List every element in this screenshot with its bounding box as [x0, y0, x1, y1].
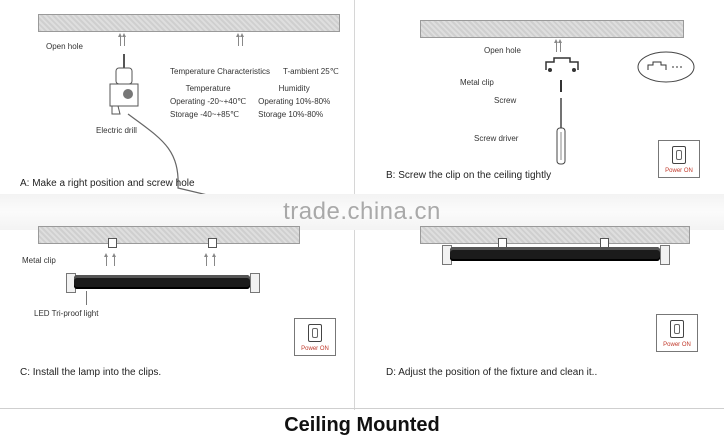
ceiling-a — [38, 14, 340, 32]
screw-icon — [560, 80, 562, 92]
spec-header-humidity: Humidity — [278, 84, 310, 93]
arrow-up-icon — [236, 33, 240, 46]
led-tube-lamp — [450, 247, 660, 261]
caption-d: D: Adjust the position of the fixture an… — [386, 367, 598, 378]
spec-row: Storage -40~+85℃ Storage 10%-80% — [164, 108, 336, 121]
drill-label: Electric drill — [96, 126, 137, 135]
lamp-end-cap — [660, 245, 670, 265]
watermark: trade.china.cn — [283, 198, 441, 225]
power-on-label: Power ON — [301, 346, 329, 352]
arrow-up-icon — [112, 253, 116, 266]
caption-a: A: Make a right position and screw hole — [20, 178, 195, 189]
spec-header-row: Temperature Humidity — [164, 82, 336, 95]
spec-cell: Operating -20~+40℃ — [170, 97, 247, 106]
ceiling-b — [420, 20, 684, 38]
ceiling-c — [38, 226, 300, 244]
spec-cell: Storage -40~+85℃ — [170, 110, 240, 119]
lamp-label: LED Tri-proof light — [34, 309, 99, 318]
caption-c: C: Install the lamp into the clips. — [20, 367, 162, 378]
spec-ambient: T-ambient 25℃ — [283, 67, 339, 76]
switch-toggle-icon — [672, 146, 686, 164]
arrow-up-icon — [118, 33, 122, 46]
caption-b: B: Screw the clip on the ceiling tightly — [386, 170, 552, 181]
arrow-up-icon — [212, 253, 216, 266]
screw-label: Screw — [494, 96, 517, 105]
arrow-up-icon — [104, 253, 108, 266]
metal-clip-icon — [545, 57, 579, 72]
arrow-up-icon — [554, 39, 558, 52]
led-tube-lamp — [74, 275, 250, 289]
switch-toggle-icon — [670, 320, 684, 338]
lamp-pointer-line — [86, 291, 87, 305]
screwdriver-icon — [556, 98, 566, 165]
footer-title: Ceiling Mounted — [284, 414, 440, 436]
arrow-up-icon — [558, 39, 562, 52]
ceiling-d — [420, 226, 690, 244]
open-hole-label: Open hole — [484, 46, 521, 55]
open-hole-label: Open hole — [46, 42, 83, 51]
spec-title: Temperature Characteristics — [170, 67, 271, 76]
switch-toggle-icon — [308, 324, 322, 342]
spec-header-temperature: Temperature — [185, 84, 231, 93]
spec-row: Operating -20~+40℃ Operating 10%-80% — [164, 95, 336, 108]
arrow-up-icon — [204, 253, 208, 266]
power-switch-icon: Power ON — [294, 318, 336, 356]
lamp-end-cap — [250, 273, 260, 293]
spec-cell: Operating 10%-80% — [258, 97, 331, 106]
power-on-label: Power ON — [663, 342, 691, 348]
arrow-up-icon — [240, 33, 244, 46]
metal-clip-label: Metal clip — [22, 256, 56, 265]
screwdriver-label: Screw driver — [474, 134, 519, 143]
metal-clip-icon — [108, 238, 117, 248]
spec-table: Temperature Humidity Operating -20~+40℃ … — [164, 82, 336, 121]
electric-drill-icon — [109, 54, 220, 198]
power-on-label: Power ON — [665, 168, 693, 174]
spec-cell: Storage 10%-80% — [258, 110, 324, 119]
arrow-up-icon — [122, 33, 126, 46]
detail-callout-icon — [637, 51, 695, 83]
horizontal-divider — [0, 408, 724, 409]
metal-clip-icon — [208, 238, 217, 248]
metal-clip-label: Metal clip — [460, 78, 494, 87]
watermark-band — [0, 194, 724, 230]
power-switch-icon: Power ON — [658, 140, 700, 178]
power-switch-icon: Power ON — [656, 314, 698, 352]
